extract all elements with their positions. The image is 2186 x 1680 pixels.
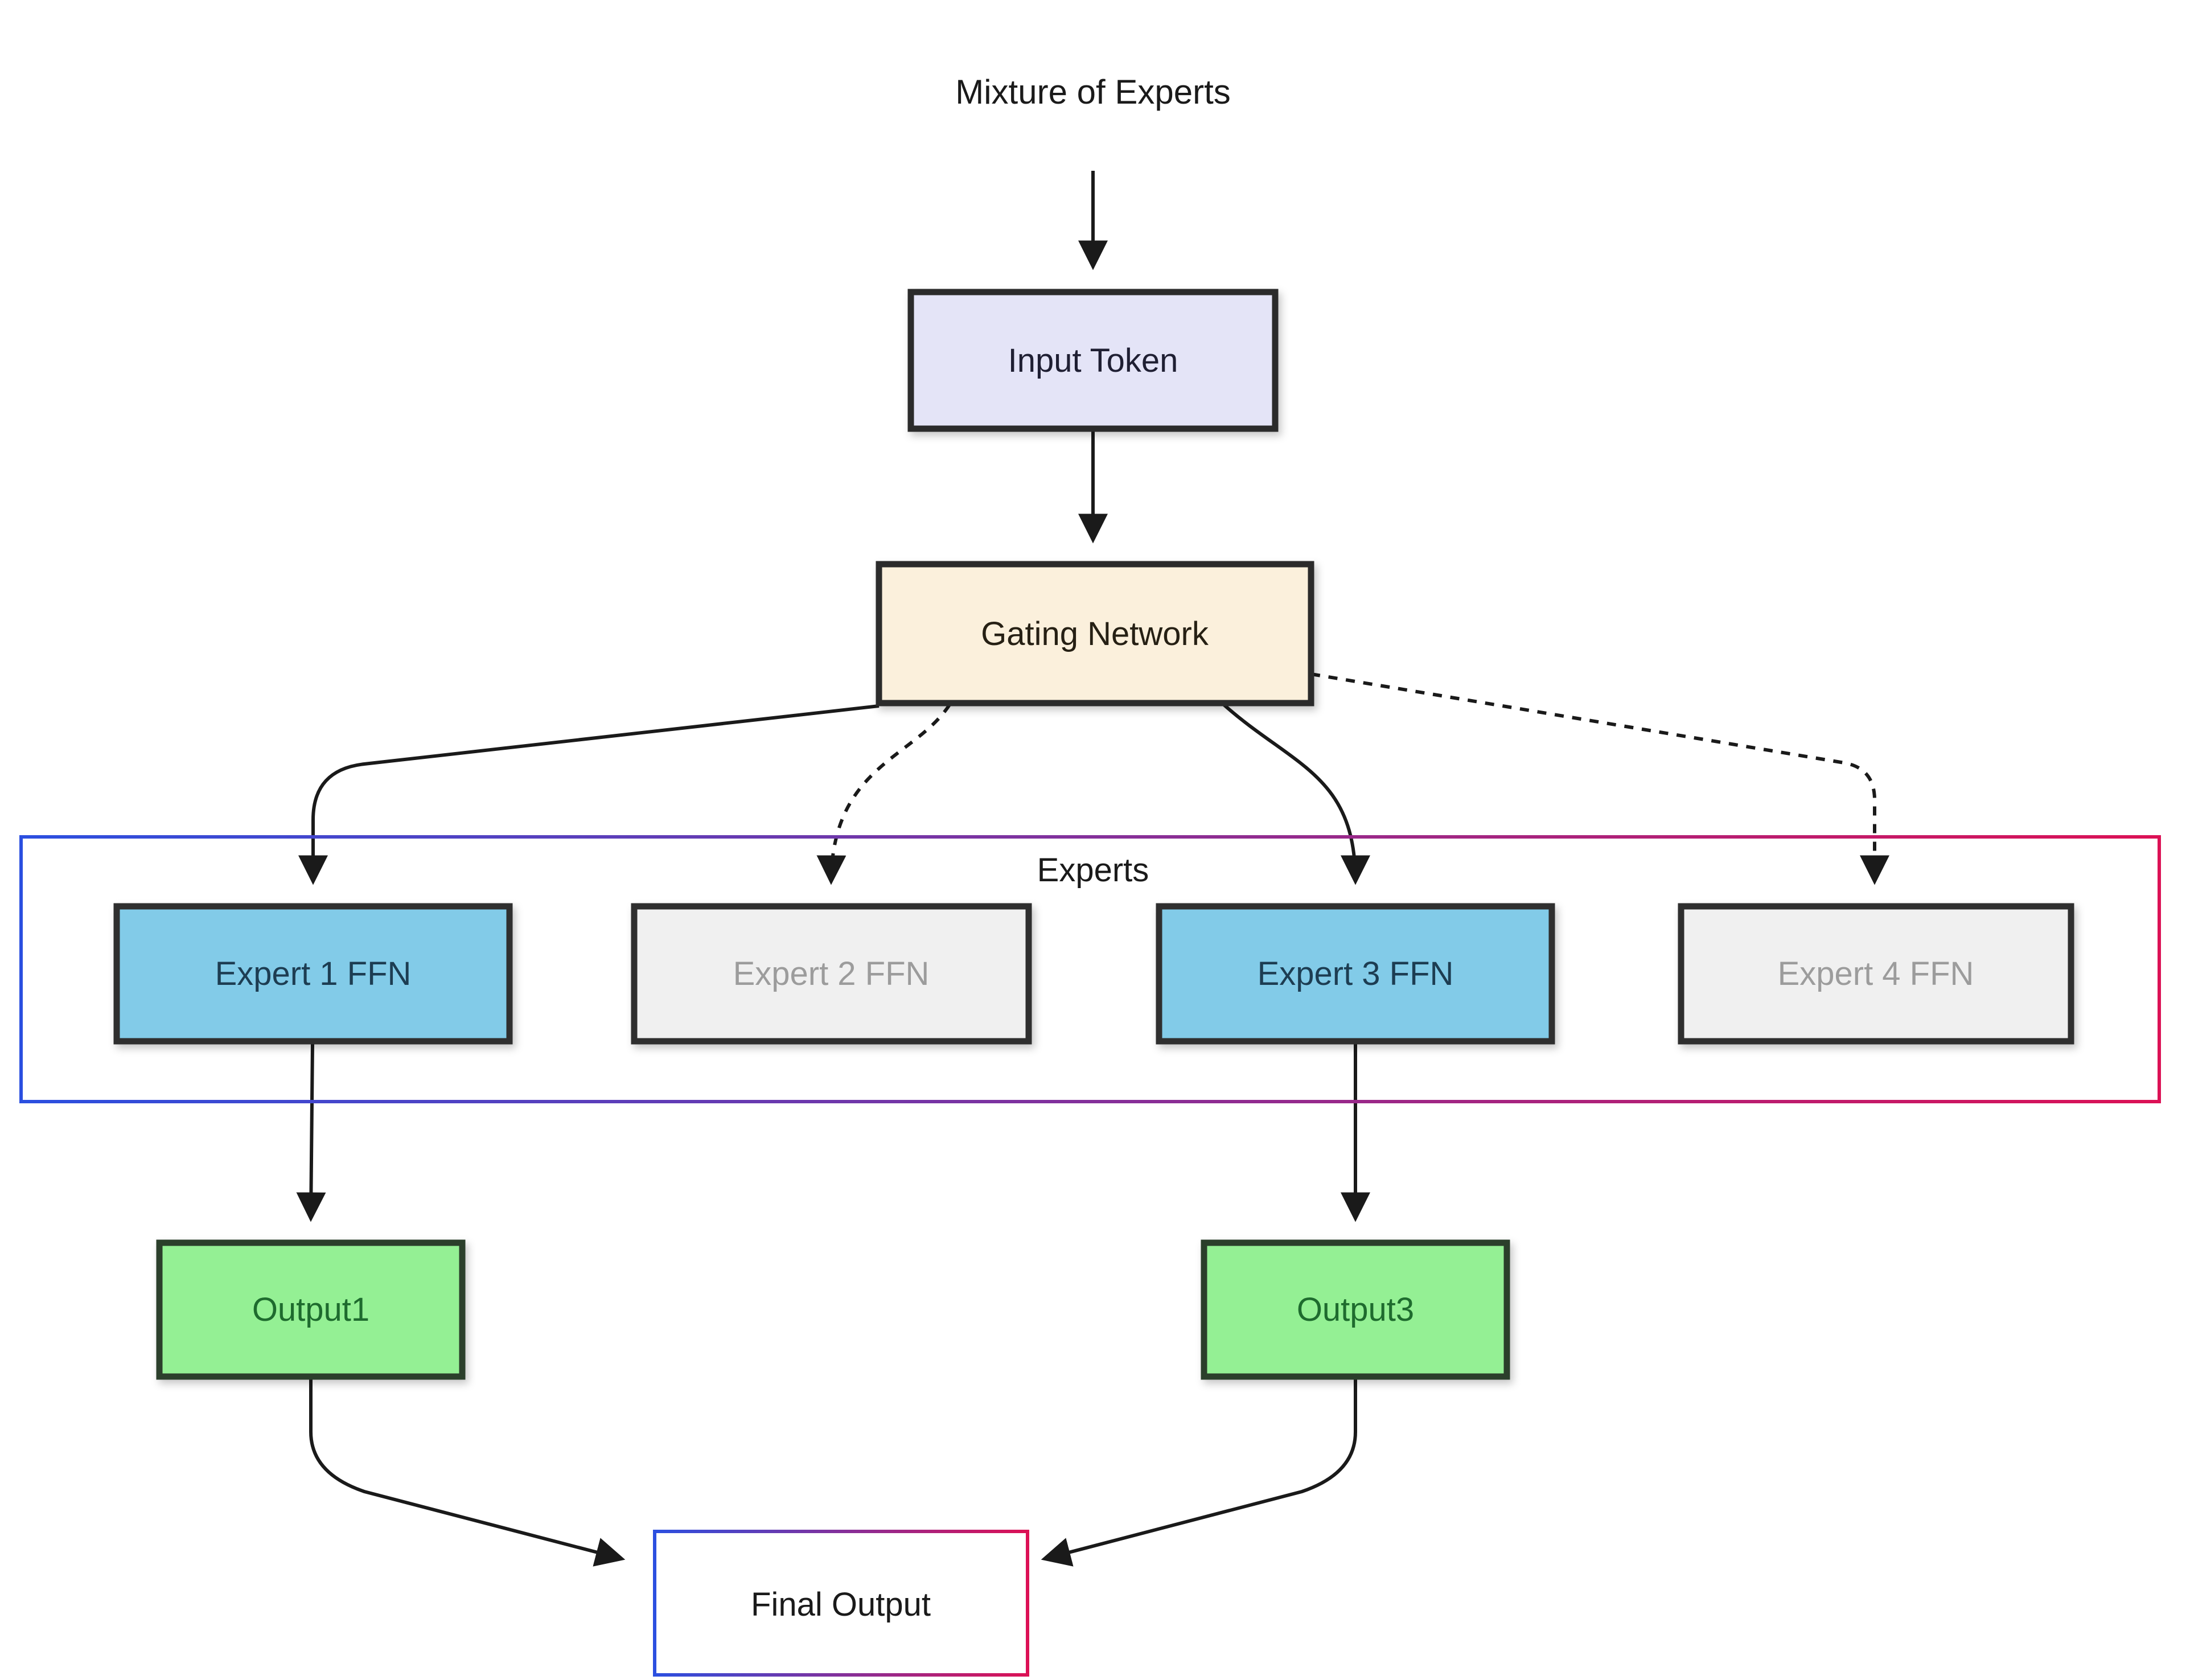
experts-group: Experts (19, 835, 2161, 1103)
output3-label: Output3 (1297, 1291, 1414, 1328)
node-expert3: Expert 3 FFN (1156, 903, 1555, 1045)
expert4-label: Expert 4 FFN (1778, 955, 1974, 992)
output3-box (1201, 1239, 1510, 1380)
node-output1: Output1 (156, 1239, 466, 1380)
expert1-label: Expert 1 FFN (215, 955, 412, 992)
node-output3: Output3 (1201, 1239, 1510, 1380)
input-token-box (907, 289, 1279, 432)
node-gating-network: Gating Network (876, 561, 1314, 706)
experts-group-border (19, 835, 2161, 1103)
expert2-box (631, 903, 1032, 1045)
node-expert1: Expert 1 FFN (113, 903, 513, 1045)
edge-gating-network-to-expert4 (1310, 672, 1889, 885)
final-output-label: Final Output (751, 1586, 931, 1623)
expert1-box (113, 903, 513, 1045)
edge-output3-to-final-output (1041, 1378, 1357, 1567)
edge-gating-network-to-expert1 (298, 704, 880, 885)
output1-box (156, 1239, 466, 1380)
edge-output1-to-final-output (309, 1378, 626, 1567)
edge-gating-network-to-expert2 (816, 704, 951, 885)
gating-network-label: Gating Network (981, 615, 1209, 652)
expert3-label: Expert 3 FFN (1258, 955, 1454, 992)
edges-layer (296, 171, 1889, 1567)
diagram-title: Mixture of Experts (955, 73, 1231, 111)
input-token-label: Input Token (1008, 342, 1178, 379)
experts-group-label: Experts (1037, 852, 1149, 889)
expert2-label: Expert 2 FFN (733, 955, 930, 992)
edge-gating-network-to-expert3 (1223, 703, 1370, 885)
final-output-box (653, 1530, 1029, 1677)
edge-expert1-to-output1 (296, 1042, 326, 1222)
node-expert2: Expert 2 FFN (631, 903, 1032, 1045)
node-input-token: Input Token (907, 289, 1279, 432)
expert3-box (1156, 903, 1555, 1045)
expert4-box (1678, 903, 2074, 1045)
output1-label: Output1 (252, 1291, 369, 1328)
node-final-output: Final Output (653, 1530, 1029, 1677)
node-expert4: Expert 4 FFN (1678, 903, 2074, 1045)
gating-network-box (876, 561, 1314, 706)
